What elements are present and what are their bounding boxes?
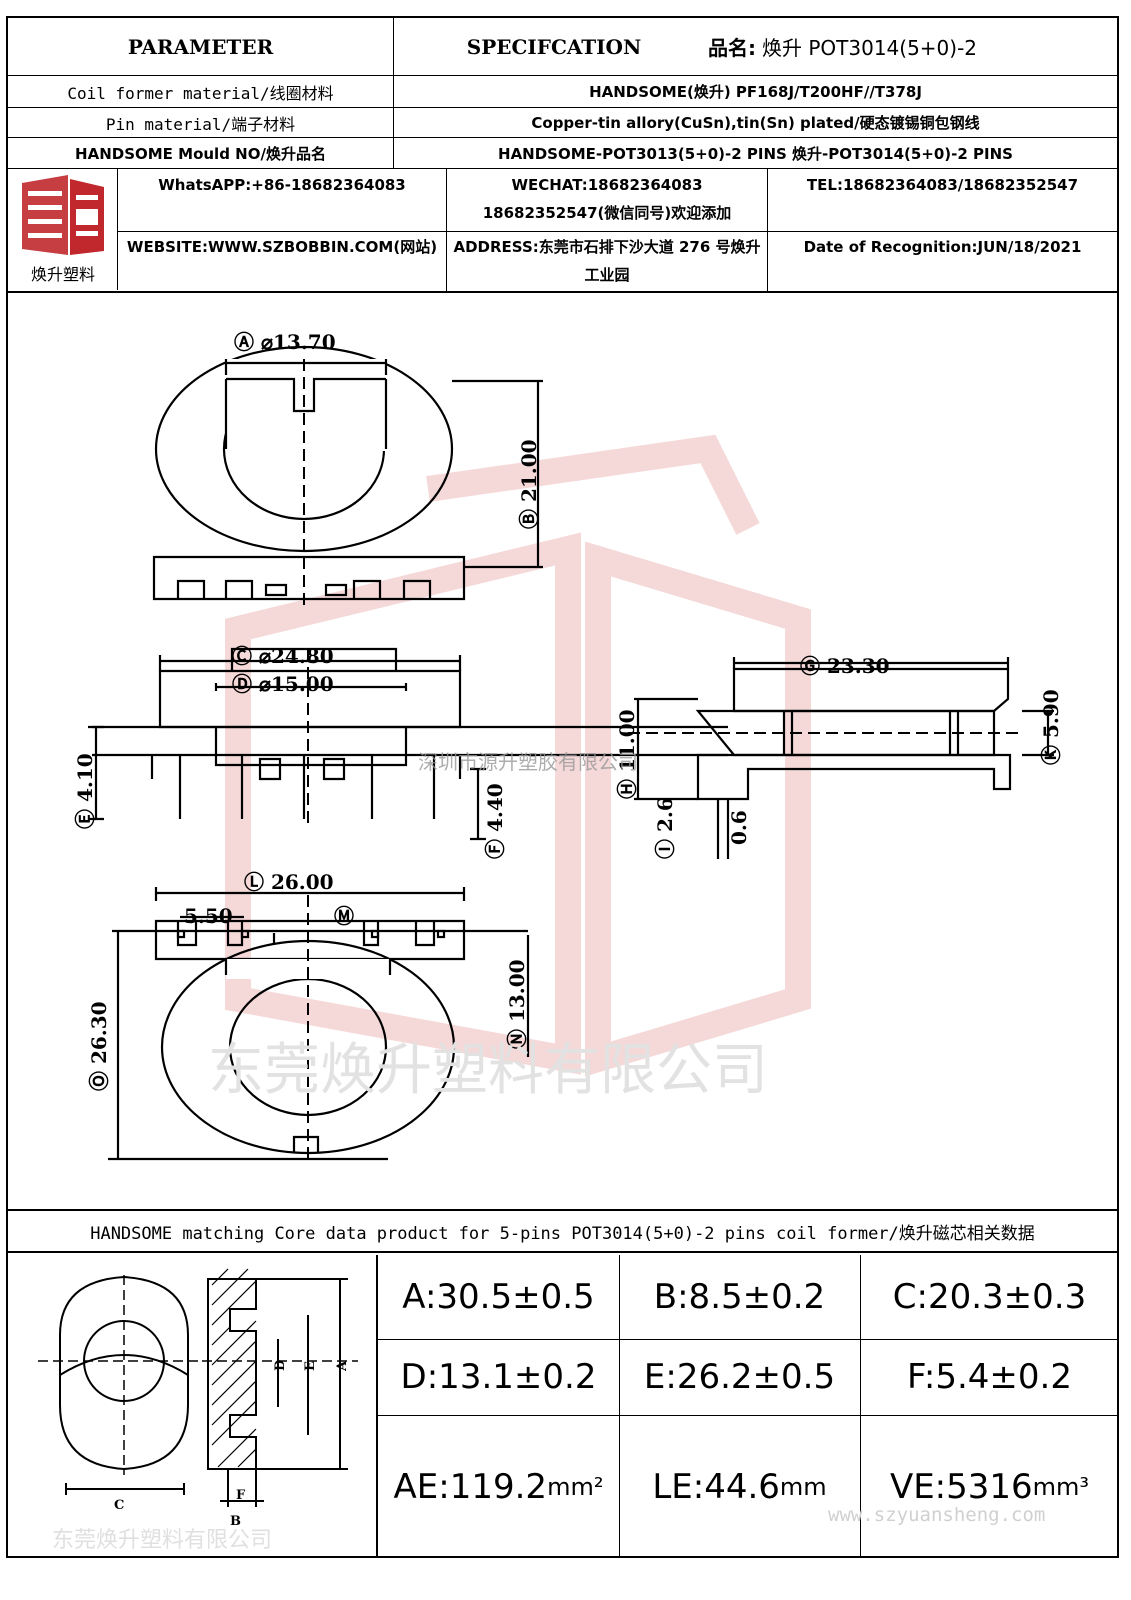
core-label-e: E [303, 1361, 318, 1371]
parameter-heading: PARAMETER [127, 34, 274, 59]
core-value-d: D:13.1±0.2 [400, 1357, 597, 1397]
company-logo: 焕升塑料 [8, 169, 118, 290]
tel-text: TEL:18682364083/18682352547 [806, 176, 1079, 194]
wechat-line2: 18682352547(微信同号)欢迎添加 [482, 204, 732, 222]
dim-b: Ⓑ 21.00 [517, 439, 541, 529]
dim-a: Ⓐ ⌀13.70 [234, 330, 336, 354]
product-name: 品名: 焕升 POT3014(5+0)-2 [708, 18, 1108, 75]
spec-label: HANDSOME Mould NO/焕升品名 [75, 144, 326, 163]
dim-h: Ⓗ 11.00 [615, 709, 639, 799]
dim-f: Ⓕ 4.40 [483, 783, 507, 859]
product-name-value: 焕升 POT3014(5+0)-2 [762, 36, 978, 60]
core-data-area: C D E A F B 东莞焕升塑料有限公司 A:30.5±0.5 B:8.5±… [8, 1255, 1119, 1558]
core-value-b: B:8.5±0.2 [653, 1277, 826, 1317]
watermark-small: 深圳市源升塑胶有限公司 [418, 750, 638, 774]
dim-j: 0.6 [727, 810, 751, 845]
website-link[interactable]: WEBSITE:WWW.SZBOBBIN.COM(网站) [126, 238, 438, 256]
core-value-f: F:5.4±0.2 [906, 1357, 1072, 1397]
matching-core-text: HANDSOME matching Core data product for … [8, 1209, 1117, 1253]
core-label-a: A [335, 1360, 350, 1372]
dim-g: Ⓖ 23.30 [800, 654, 890, 678]
core-ve-label: VE:5316 [889, 1466, 1033, 1507]
product-name-label: 品名: [708, 36, 756, 60]
core-label-d: D [273, 1360, 288, 1371]
logo-caption: 焕升塑料 [30, 265, 95, 284]
core-data-table: A:30.5±0.5 B:8.5±0.2 C:20.3±0.3 D:13.1±0… [376, 1255, 1119, 1558]
dim-e: Ⓔ 4.10 [73, 753, 97, 829]
spec-sheet: PARAMETER SPECIFCATION 品名: 焕升 POT3014(5+… [6, 16, 1119, 1558]
date-text: Date of Recognition:JUN/18/2021 [803, 238, 1082, 256]
watermark-large: 东莞焕升塑料有限公司 [208, 1038, 768, 1103]
dim-k: Ⓚ 5.90 [1039, 689, 1063, 765]
address-text: ADDRESS:东莞市石排下沙大道 276 号焕升工业园 [453, 238, 761, 284]
company-block: 焕升塑料 WhatsAPP:+86-18682364083 WECHAT:186… [8, 169, 1117, 293]
dim-i: Ⓘ 2.6 [653, 797, 677, 859]
watermark-bottom: 东莞焕升塑料有限公司 [52, 1528, 272, 1553]
dim-c: Ⓒ ⌀24.80 [232, 644, 334, 668]
spec-label: Pin material/端子材料 [105, 114, 296, 134]
core-value-a: A:30.5±0.5 [402, 1277, 595, 1317]
dim-l: Ⓛ 26.00 [244, 870, 334, 894]
spec-row-coil: Coil former material/线圈材料 HANDSOME(焕升) P… [8, 76, 1117, 108]
core-ae-label: AE:119.2 [393, 1466, 548, 1507]
core-label-c: C [114, 1498, 124, 1513]
core-value-e: E:26.2±0.5 [643, 1357, 836, 1397]
wechat-line1: WECHAT:18682364083 [511, 176, 703, 194]
wechat-text: WECHAT:18682364083 18682352547(微信同号)欢迎添加 [447, 171, 767, 227]
core-sketch: C D E A F B 东莞焕升塑料有限公司 [38, 1268, 358, 1553]
core-le-unit: mm [779, 1472, 827, 1501]
whatsapp-text: WhatsAPP:+86-18682364083 [158, 176, 406, 194]
spec-label: Coil former material/线圈材料 [67, 83, 334, 103]
spec-value: HANDSOME(焕升) PF168J/T200HF//T378J [589, 83, 922, 101]
specification-heading: SPECIFCATION [466, 34, 642, 59]
dim-m: Ⓜ [334, 904, 354, 928]
spec-row-pin: Pin material/端子材料 Copper-tin allory(CuSn… [8, 108, 1117, 138]
dim-pitch: 5.50 [184, 904, 233, 928]
spec-row-mould: HANDSOME Mould NO/焕升品名 HANDSOME-POT3013(… [8, 138, 1117, 169]
dim-d: Ⓓ ⌀15.00 [232, 672, 334, 696]
core-le-label: LE:44.6 [652, 1466, 780, 1507]
website-watermark: www.szyuansheng.com [828, 1504, 1046, 1526]
spec-value: Copper-tin allory(CuSn),tin(Sn) plated/硬… [531, 114, 980, 132]
core-ve-unit: mm³ [1032, 1472, 1090, 1501]
watermark-logo [225, 434, 811, 1077]
header-row: PARAMETER SPECIFCATION 品名: 焕升 POT3014(5+… [8, 18, 1117, 76]
spec-value: HANDSOME-POT3013(5+0)-2 PINS 焕升-POT3014(… [498, 144, 1013, 163]
logo-graphic [22, 175, 104, 255]
drawing-svg: Ⓐ ⌀13.70 Ⓒ ⌀24.80 Ⓓ ⌀15.00 Ⓖ 23.30 Ⓛ 26.… [73, 330, 1063, 1163]
core-label-f: F [236, 1488, 246, 1503]
technical-drawing: Ⓐ ⌀13.70 Ⓒ ⌀24.80 Ⓓ ⌀15.00 Ⓖ 23.30 Ⓛ 26.… [8, 299, 1117, 1207]
core-value-c: C:20.3±0.3 [892, 1277, 1087, 1317]
dim-o: Ⓞ 26.30 [87, 1001, 111, 1091]
dim-n: Ⓝ 13.00 [505, 959, 529, 1049]
core-label-b: B [230, 1514, 241, 1529]
core-ae-unit: mm² [547, 1472, 604, 1501]
